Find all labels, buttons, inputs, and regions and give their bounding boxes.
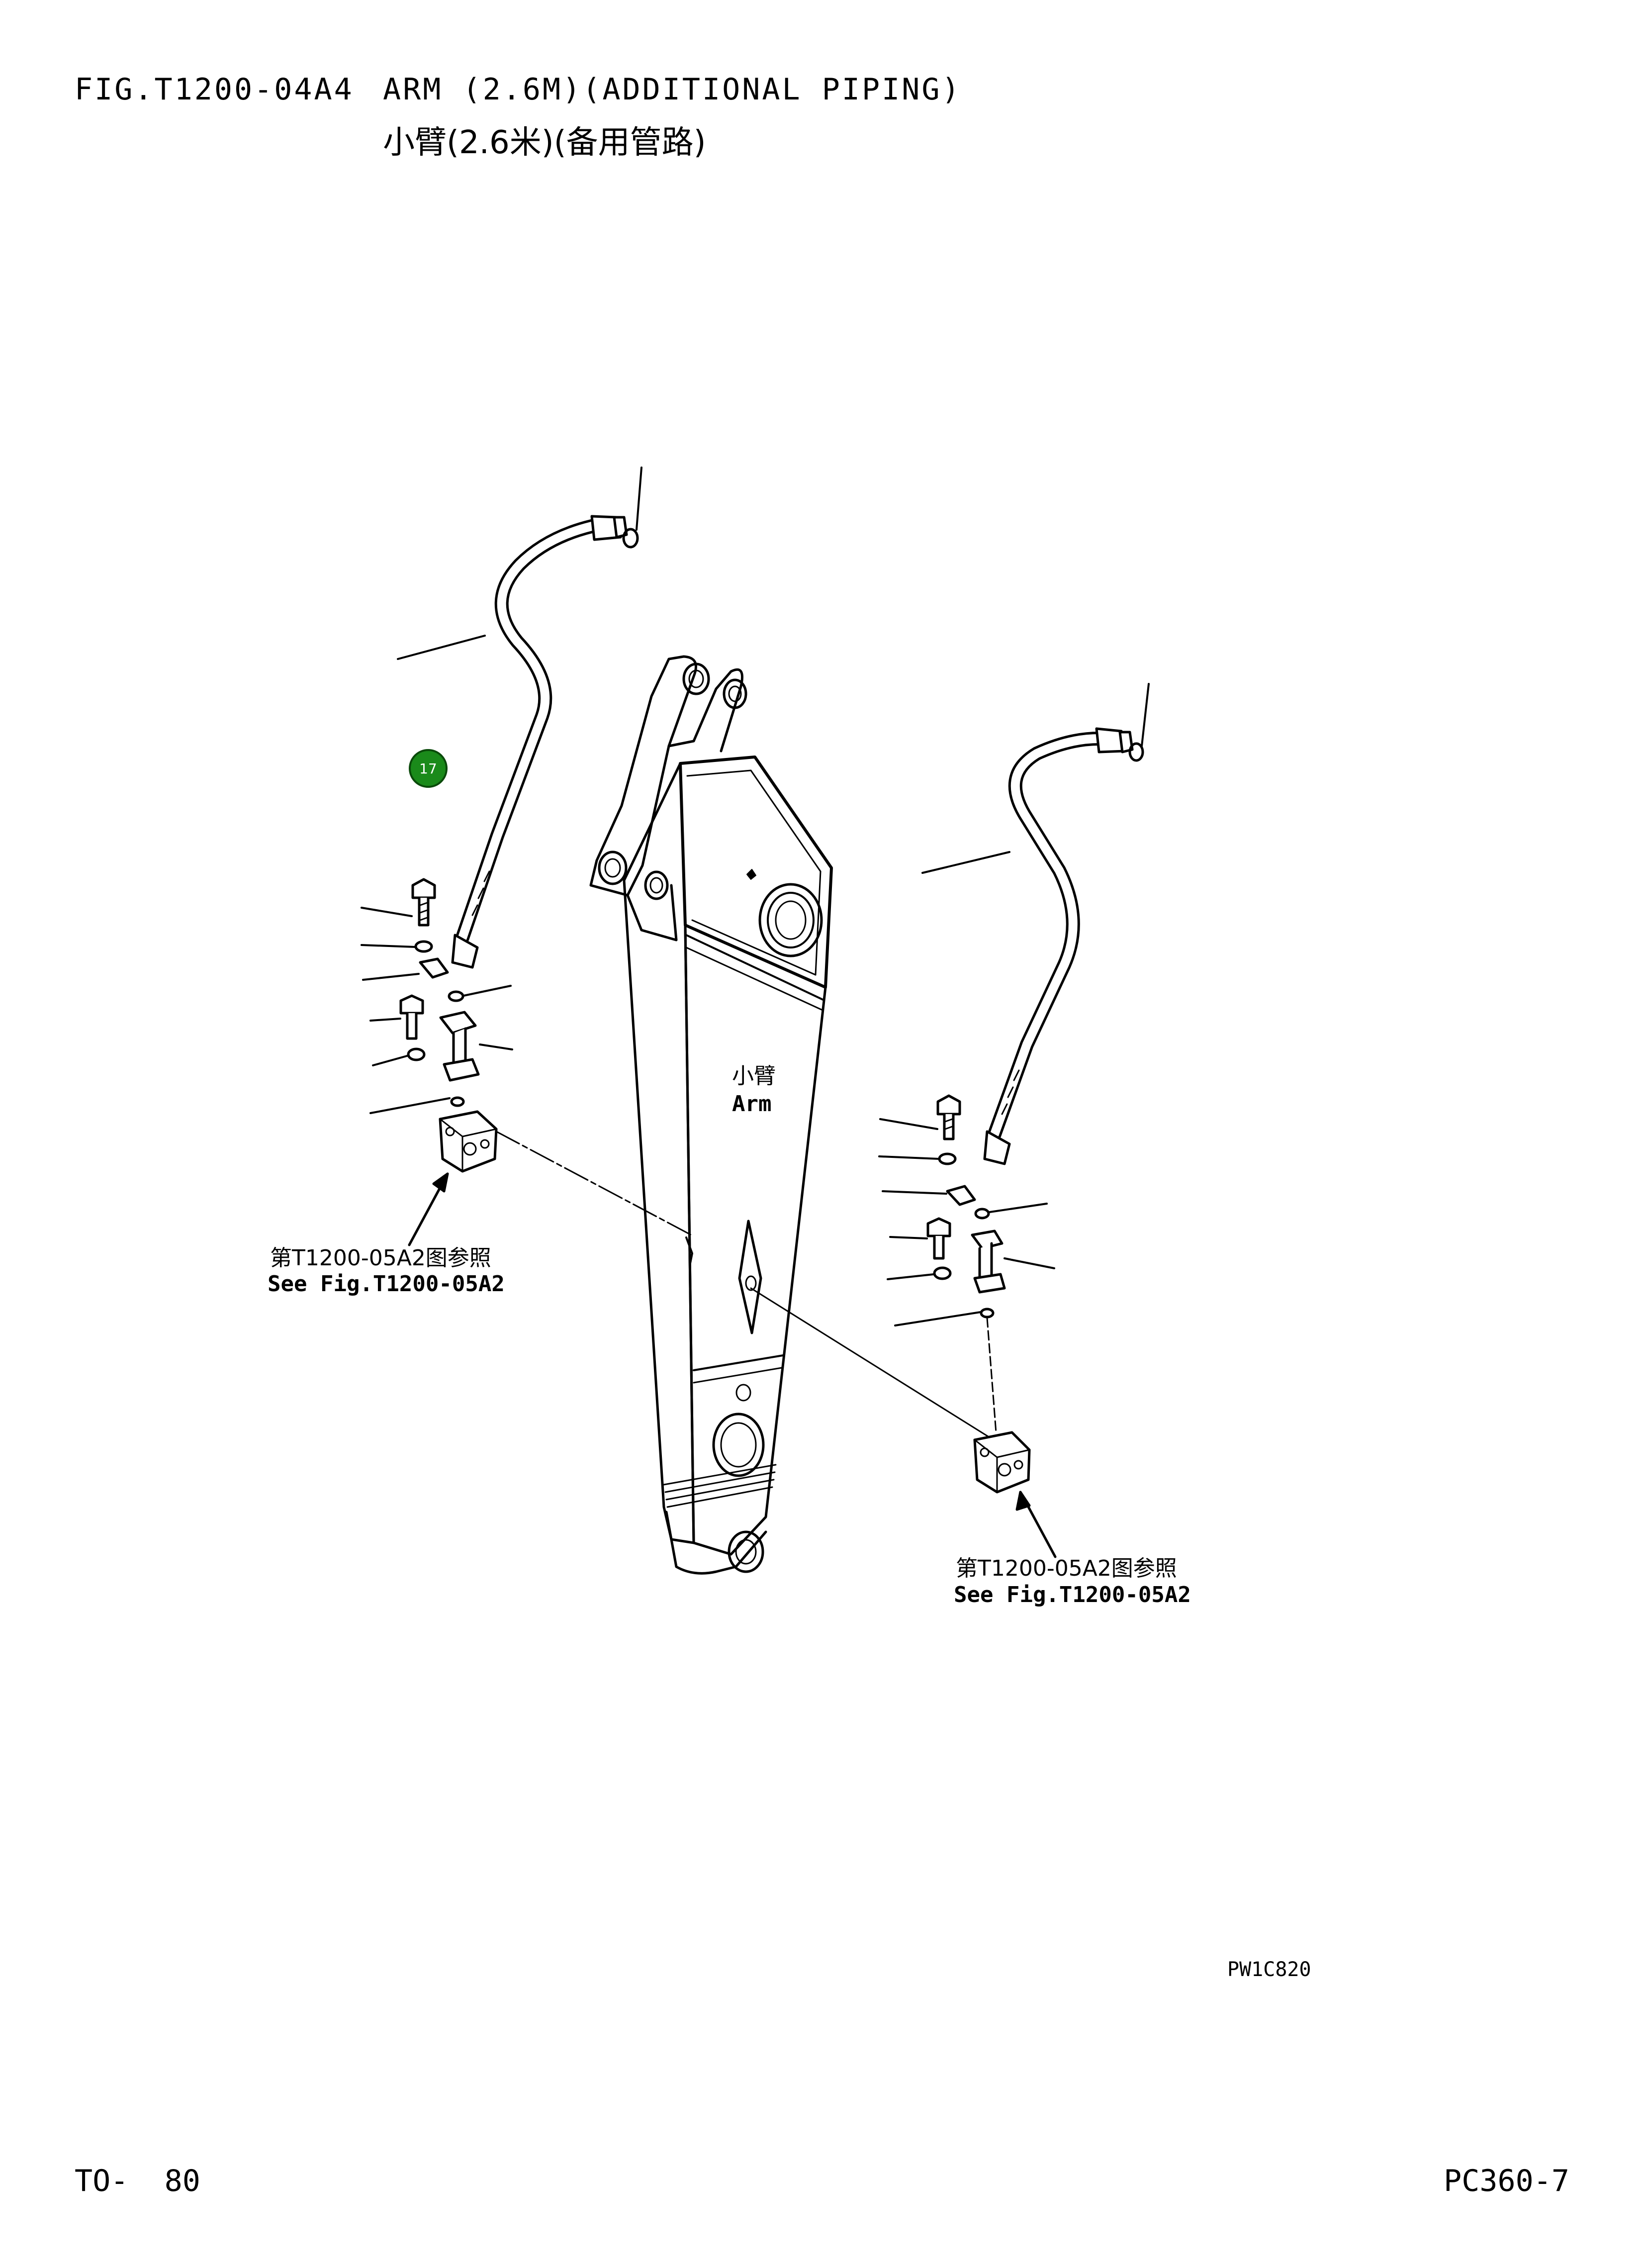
leader-right-bolt-1: [879, 1118, 938, 1130]
left-fittings: [399, 878, 480, 1107]
arm-diamond-bracket: [738, 1220, 762, 1334]
machine-model: PC360-7: [1444, 2164, 1569, 2198]
leader-right-clamp: [882, 1190, 947, 1195]
right-callout-zh: 第T1200-05A2图参照: [956, 1556, 1177, 1581]
bracket-bore-top-left: [682, 662, 710, 695]
arm-label-zh: 小臂: [732, 1063, 776, 1089]
left-hose-end-fitting: [613, 516, 639, 549]
left-callout-zh: 第T1200-05A2图参照: [270, 1245, 491, 1271]
arm-body: [623, 756, 833, 1556]
arm-top-brackets: [589, 655, 747, 942]
left-hose: [451, 515, 622, 969]
figure-number: FIG.T1200-04A4: [75, 72, 354, 107]
leader-left-hose: [397, 635, 486, 660]
page-number: TO- 80: [75, 2164, 200, 2198]
arm-right-face: [684, 924, 827, 1556]
arm-top-face: [679, 756, 833, 989]
left-callout-en[interactable]: See Fig.T1200-05A2: [268, 1271, 505, 1297]
leader-right-washer-1: [878, 1155, 940, 1160]
leader-left-block: [479, 1043, 513, 1050]
drawing-code: PW1C820: [1227, 1958, 1311, 1981]
right-valve-arrowhead: [1015, 1491, 1031, 1511]
left-valve-dashed-line: [495, 1131, 692, 1236]
leader-left-clamp: [362, 973, 420, 981]
right-hose: [983, 727, 1126, 1165]
leader-right-bolt-2: [889, 1236, 928, 1239]
leader-right-hose-top: [1141, 683, 1150, 747]
item-number-badge[interactable]: 17: [409, 749, 448, 788]
arm-pin-boss: [758, 883, 823, 957]
bracket-bore-lower-right: [644, 870, 669, 900]
leader-left-washer-1: [361, 944, 417, 948]
leader-left-hose-top: [636, 467, 642, 531]
leader-right-oring-2: [894, 1311, 982, 1326]
right-fittings: [926, 1094, 1006, 1319]
left-valve: [439, 1110, 498, 1173]
right-valve: [973, 1431, 1031, 1494]
bracket-bore-lower-left: [598, 850, 628, 885]
right-hose-end-fitting: [1118, 731, 1144, 762]
bracket-bore-top-right: [723, 678, 747, 709]
leader-right-oring-1: [989, 1203, 1048, 1213]
right-valve-vertical-line: [986, 1317, 997, 1433]
right-valve-dashed-line: [750, 1287, 991, 1438]
leader-left-washer-2: [372, 1054, 410, 1066]
figure-title-zh: 小臂(2.6米)(备用管路): [383, 124, 706, 161]
leader-left-oring-1: [462, 985, 512, 997]
left-valve-arrowhead: [432, 1172, 449, 1193]
leader-left-oring-2: [369, 1097, 451, 1114]
leader-left-bolt-2: [369, 1018, 401, 1022]
arm-label-en: Arm: [732, 1091, 772, 1117]
arm-tip: [665, 1511, 767, 1575]
leader-left-bolt-1: [361, 907, 413, 917]
arm-lower-boss: [712, 1413, 765, 1477]
leader-right-block: [1004, 1257, 1055, 1269]
right-callout-en[interactable]: See Fig.T1200-05A2: [954, 1582, 1191, 1607]
figure-title-en: ARM (2.6M)(ADDITIONAL PIPING): [383, 72, 962, 107]
leader-right-hose: [921, 851, 1010, 874]
leader-right-washer-2: [887, 1273, 935, 1280]
